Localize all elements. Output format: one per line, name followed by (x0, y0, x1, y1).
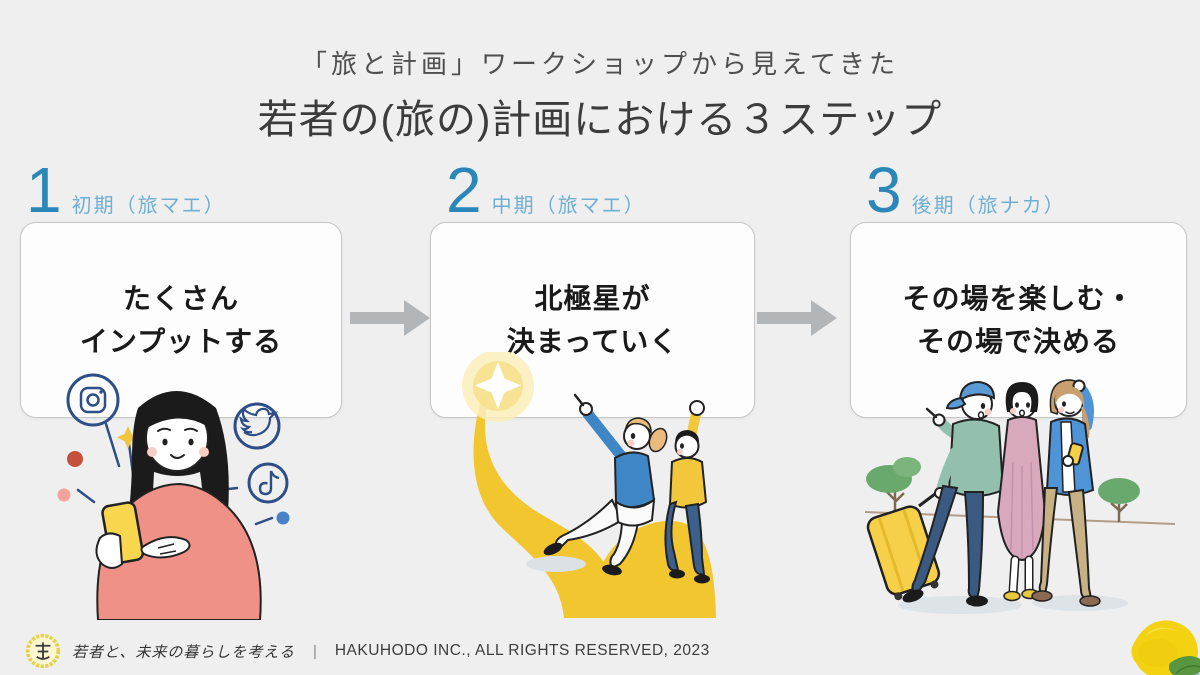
shadow (898, 596, 1022, 614)
page-title: 若者の(旅の)計画における３ステップ (257, 98, 943, 142)
arrow-right-icon-1 (350, 300, 430, 336)
traveler-with-cap (902, 380, 1005, 607)
blue-dot (276, 511, 290, 525)
project-tagline: 若者と、未来の暮らしを考える (72, 643, 295, 661)
traveler-blue-jacket (1031, 379, 1101, 607)
step2-card-line2: 決まっていく (506, 326, 679, 357)
step1-card-line2: インプットする (79, 326, 283, 357)
title-subtitle: 「旅と計画」ワークショップから見えてきた (301, 49, 899, 79)
step2-phase-label: 中期（旅マエ） (491, 194, 646, 217)
tiktok-icon (247, 462, 289, 504)
footer: 若者と、未来の暮らしを考える | HAKUHODO INC., ALL RIGH… (24, 632, 710, 670)
woman-with-phone (95, 391, 262, 620)
step3-phase-label: 後期（旅ナカ） (911, 194, 1066, 217)
shadow (526, 556, 586, 572)
step3-number: 3 (866, 154, 902, 226)
step3-card-line1: その場を楽しむ・ (902, 282, 1135, 314)
step1-card-line1: たくさん (122, 282, 239, 314)
star-sparkle (116, 426, 140, 449)
step1-card-text: たくさん インプットする (80, 277, 282, 364)
pink-dot (57, 488, 71, 502)
tree-right-icon (1098, 478, 1140, 522)
step2-illustration-north-star (462, 352, 716, 618)
step3-header: 3 後期（旅ナカ） (866, 154, 1066, 226)
step3-illustration-travelers (864, 379, 1176, 614)
right-hand (140, 536, 191, 559)
step2-header: 2 中期（旅マエ） (446, 154, 646, 226)
arrow-right-icon-2 (757, 300, 837, 336)
red-dot (67, 451, 83, 467)
copyright-text: HAKUHODO INC., ALL RIGHTS RESERVED, 2023 (334, 642, 710, 659)
instagram-icon (66, 373, 120, 427)
left-hand (95, 532, 124, 569)
twitter-icon (233, 402, 281, 450)
lemon-badge-logo-icon (25, 633, 61, 669)
step3-card-line2: その場で決める (916, 326, 1120, 357)
step1-header: 1 初期（旅マエ） (26, 154, 226, 226)
tree-left-icon (866, 457, 921, 512)
step1-illustration-sns-input (57, 373, 290, 620)
step1-phase-label: 初期（旅マエ） (71, 194, 226, 217)
person-cheering-yellow (664, 400, 710, 584)
step2-number: 2 (446, 154, 482, 226)
step2-card-text: 北極星が 決まっていく (507, 277, 678, 364)
watercolor-lemon-icon (1131, 620, 1200, 675)
north-star-icon (462, 352, 534, 422)
step1-number: 1 (26, 154, 62, 226)
traveler-pink-dress (996, 382, 1047, 602)
title-block: 「旅と計画」ワークショップから見えてきた 若者の(旅の)計画における３ステップ (0, 44, 1200, 145)
step2-card-line1: 北極星が (534, 282, 651, 314)
footer-divider: | (312, 642, 317, 660)
person-pointing-blue (543, 393, 668, 576)
step3-card-text: その場を楽しむ・ その場で決める (902, 277, 1134, 364)
